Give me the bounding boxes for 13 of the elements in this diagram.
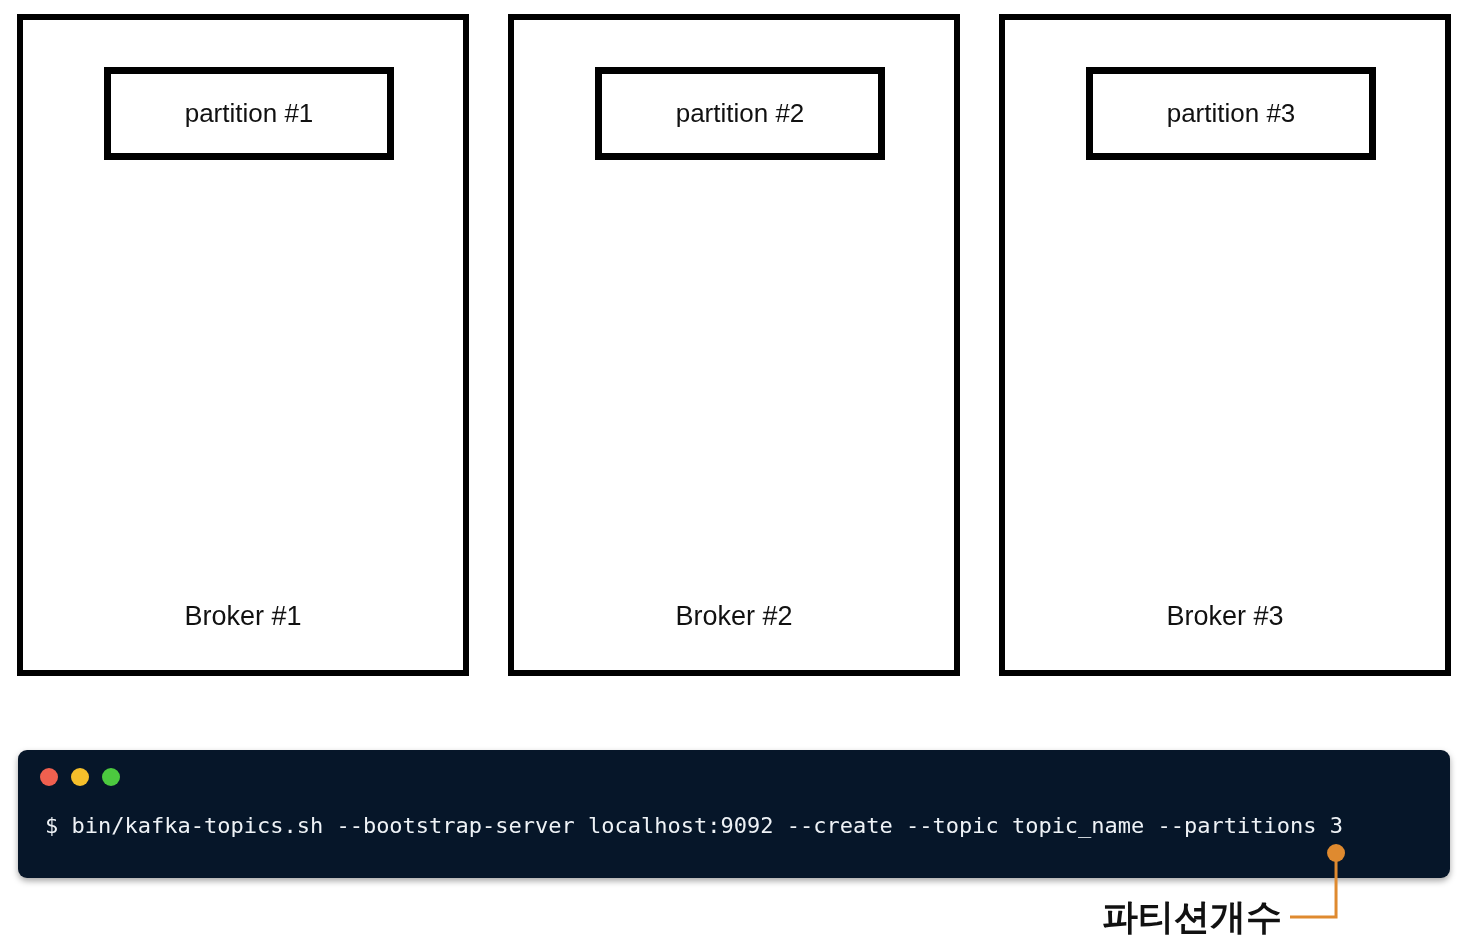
broker-box xyxy=(999,14,1451,676)
broker-label: Broker #3 xyxy=(1166,600,1284,632)
partition-box: partition #1 xyxy=(104,67,394,160)
broker-label: Broker #2 xyxy=(675,600,793,632)
leader-line xyxy=(1290,844,1346,919)
callout-label: 파티션개수 xyxy=(1102,895,1282,939)
broker-box xyxy=(508,14,960,676)
broker-box xyxy=(17,14,469,676)
broker-label: Broker #1 xyxy=(184,600,302,632)
partition-box: partition #3 xyxy=(1086,67,1376,160)
terminal-window xyxy=(18,750,1450,878)
command-text: $ bin/kafka-topics.sh --bootstrap-server localhost:9092 --create --topic topic_name --partitions 3 xyxy=(45,812,1344,840)
partition-box: partition #2 xyxy=(595,67,885,160)
